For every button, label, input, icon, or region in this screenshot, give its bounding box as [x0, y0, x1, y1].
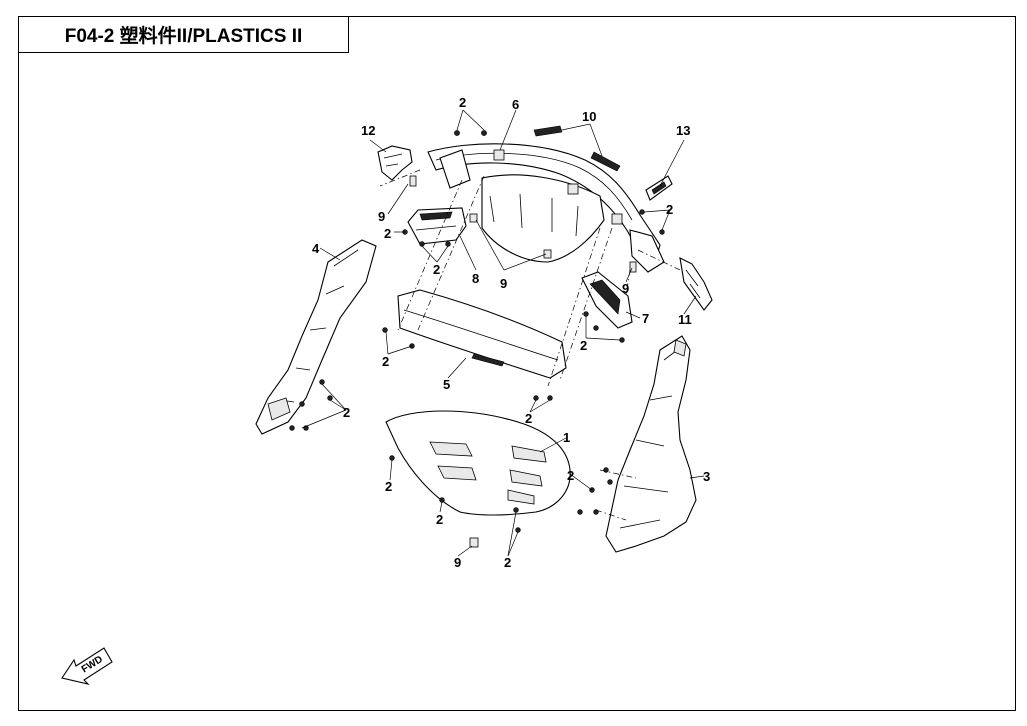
callout-11: 11 [678, 312, 692, 327]
diagram-title: F04-2 塑料件II/PLASTICS II [64, 26, 303, 47]
drawing-frame [18, 16, 1016, 711]
forward-arrow-icon: FWD [61, 647, 113, 685]
part-10-decals [533, 125, 621, 172]
part-8-left-inner-panel [407, 207, 467, 245]
part-7-right-inner-panel [581, 271, 633, 329]
callout-2: 2 [385, 479, 392, 494]
callout-labels: 2 6 10 12 13 9 2 4 2 2 8 9 9 7 11 2 2 5 … [312, 95, 710, 570]
callout-1: 1 [563, 430, 570, 445]
callout-4: 4 [312, 241, 320, 256]
part-6-upper-cowl [427, 143, 665, 273]
title-box: F04-2 塑料件II/PLASTICS II [18, 16, 349, 53]
callout-12: 12 [361, 123, 375, 138]
callout-5: 5 [443, 377, 450, 392]
part-3-right-side-panel [605, 335, 697, 553]
fasteners [289, 130, 665, 548]
callout-9: 9 [454, 555, 461, 570]
part-1-front-nose [385, 410, 571, 516]
part-11-right-bracket [679, 257, 713, 311]
part-12-left-bracket [377, 145, 413, 181]
callout-2: 2 [459, 95, 466, 110]
callout-2: 2 [436, 512, 443, 527]
callout-7: 7 [642, 311, 649, 326]
part-4-left-side-panel [255, 239, 377, 435]
callout-9: 9 [378, 209, 385, 224]
callout-2: 2 [382, 354, 389, 369]
callout-2: 2 [504, 555, 511, 570]
leader-lines [301, 109, 705, 557]
callout-2: 2 [384, 226, 391, 241]
callout-9: 9 [500, 276, 507, 291]
callout-2: 2 [525, 411, 532, 426]
callout-9: 9 [622, 281, 629, 296]
callout-8: 8 [472, 271, 479, 286]
callout-2: 2 [580, 338, 587, 353]
callout-6: 6 [512, 97, 519, 112]
callout-2: 2 [567, 468, 574, 483]
callout-2: 2 [433, 262, 440, 277]
part-5-lower-front-bar [397, 289, 567, 379]
callout-10: 10 [582, 109, 596, 124]
callout-3: 3 [703, 469, 710, 484]
part-13-emblem [645, 175, 673, 201]
callout-13: 13 [676, 123, 690, 138]
callout-2: 2 [343, 405, 350, 420]
callout-2: 2 [666, 202, 673, 217]
